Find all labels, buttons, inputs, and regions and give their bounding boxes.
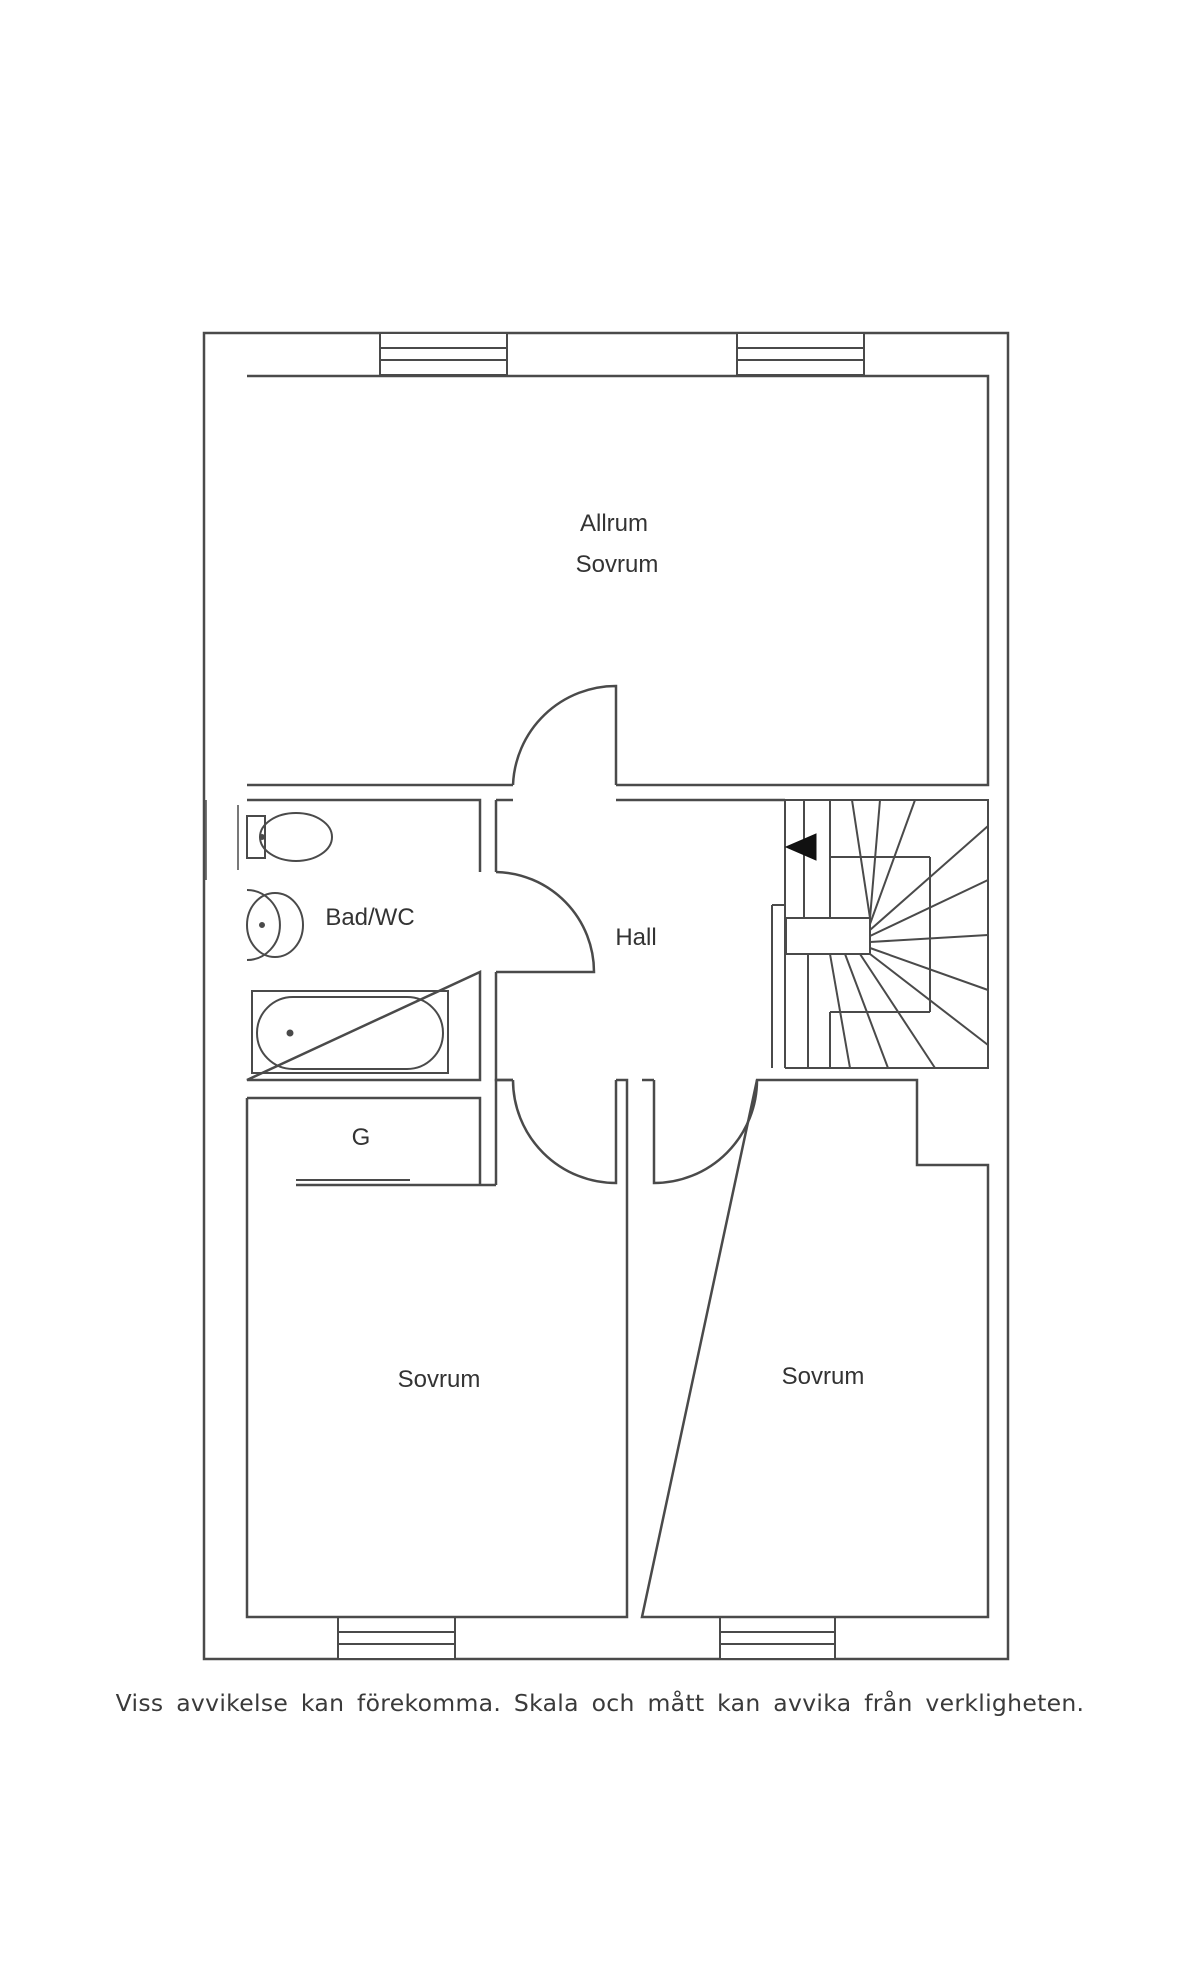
wall-hall-left <box>494 800 513 1082</box>
room-label-allrum: Allrum <box>580 510 648 537</box>
room-label-bad: Bad/WC <box>325 904 414 931</box>
window-bottom-right <box>719 1616 836 1660</box>
window-top-right <box>736 332 865 376</box>
room-label-allrum-sovrum: Sovrum <box>576 551 659 578</box>
outer-wall <box>202 331 1010 1661</box>
room-label-sovrum-right: Sovrum <box>782 1363 865 1390</box>
wall-marks-left <box>205 800 239 880</box>
room-label-sovrum-left: Sovrum <box>398 1366 481 1393</box>
door-bath <box>495 870 596 974</box>
staircase <box>771 799 989 1069</box>
window-bottom-left <box>337 1616 456 1660</box>
sink-icon <box>246 889 304 961</box>
bathtub-icon <box>251 990 449 1074</box>
door-bedroom-right <box>652 1079 759 1185</box>
door-bedroom-left <box>511 1079 618 1185</box>
room-label-hall: Hall <box>615 924 656 951</box>
disclaimer-text: Viss avvikelse kan förekomma. Skala och … <box>115 1689 1085 1717</box>
wall-bedroom-left <box>245 1078 629 1619</box>
closet-sliding-door <box>296 1179 480 1186</box>
wall-allrum <box>247 374 990 787</box>
wall-bedroom-right <box>640 1078 990 1619</box>
room-label-garderob: G <box>352 1124 371 1151</box>
wall-bath <box>246 798 482 1082</box>
window-top-left <box>379 332 508 376</box>
stair-arrow-icon <box>784 833 817 861</box>
door-allrum <box>511 684 618 786</box>
toilet-icon <box>246 812 333 862</box>
